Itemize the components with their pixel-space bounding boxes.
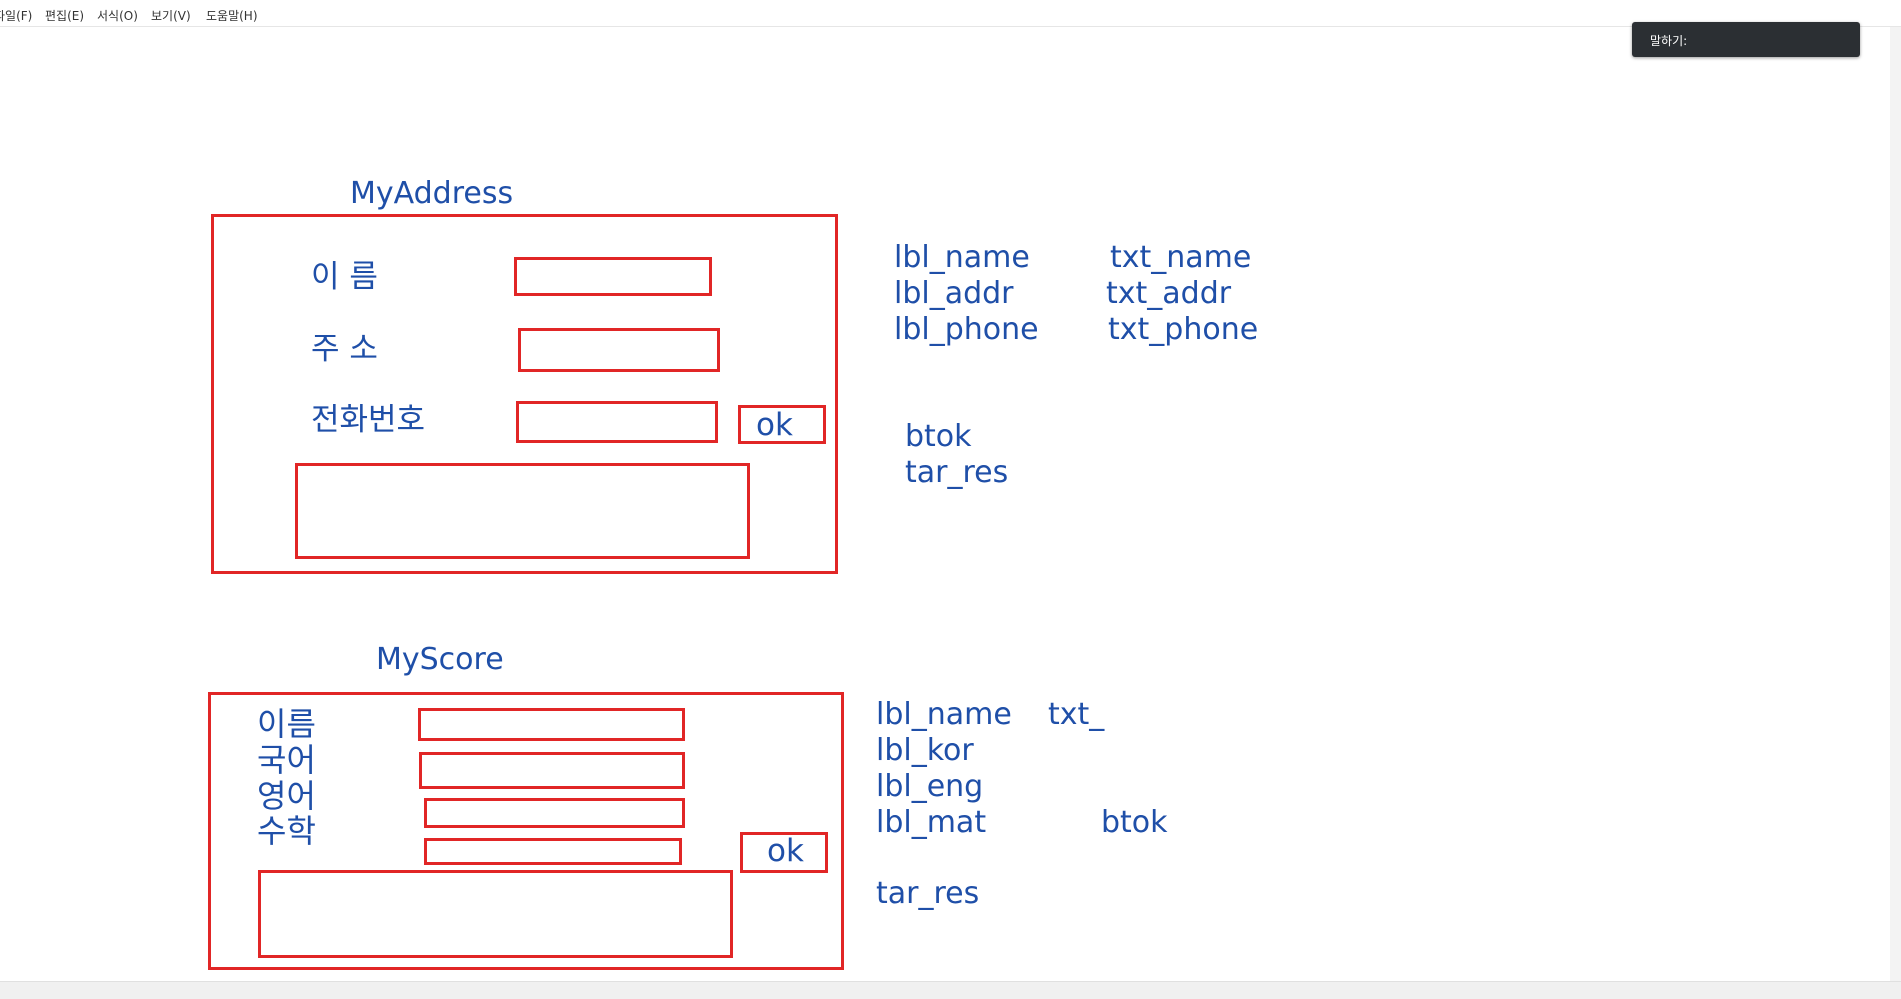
address-ok-button-sketch	[738, 405, 826, 444]
menu-file[interactable]: 파일(F)	[0, 9, 33, 23]
speak-label: 말하기:	[1650, 34, 1688, 48]
score-note-txt: txt_	[1048, 697, 1105, 732]
address-label-addr: 주 소	[311, 331, 378, 367]
horizontal-scrollbar[interactable]	[0, 981, 1901, 999]
address-result-area	[295, 463, 750, 559]
score-label-eng: 영어	[257, 777, 316, 815]
menu-bar: 파일(F) 편집(E) 서식(O) 보기(V) 도움말(H)	[0, 0, 1901, 27]
score-ok-label: ok	[767, 833, 804, 869]
score-label-mat: 수학	[257, 812, 316, 850]
score-note-lbl-eng: lbl_eng	[876, 769, 984, 804]
speak-panel: 말하기:	[1632, 22, 1860, 57]
address-form-frame	[211, 214, 838, 574]
menu-help[interactable]: 도움말(H)	[206, 9, 258, 23]
menu-edit[interactable]: 편집(E)	[45, 9, 85, 23]
address-note-tar-res: tar_res	[905, 455, 1009, 490]
score-name-field	[418, 708, 685, 741]
score-note-lbl-kor: lbl_kor	[876, 733, 974, 768]
score-note-tar-res: tar_res	[876, 876, 980, 911]
address-title: MyAddress	[350, 176, 514, 211]
score-form-frame	[208, 692, 844, 970]
address-note-lbl-phone: lbl_phone	[894, 312, 1039, 347]
address-addr-field	[518, 328, 720, 372]
score-eng-field	[424, 798, 685, 828]
address-note-txt-phone: txt_phone	[1108, 312, 1259, 347]
vertical-scrollbar[interactable]	[1890, 27, 1901, 981]
score-mat-field	[424, 838, 682, 865]
score-label-name: 이름	[257, 705, 316, 743]
score-label-kor: 국어	[257, 741, 316, 779]
address-name-field	[514, 257, 712, 296]
address-note-lbl-name: lbl_name	[894, 240, 1030, 275]
address-label-name: 이 름	[311, 259, 378, 295]
address-note-btok: btok	[905, 419, 972, 454]
score-note-lbl-mat: lbl_mat	[876, 805, 987, 840]
address-phone-field	[516, 401, 718, 443]
score-kor-field	[419, 752, 685, 789]
score-note-lbl-name: lbl_name	[876, 697, 1012, 732]
score-title: MyScore	[376, 642, 504, 677]
score-note-btok: btok	[1101, 805, 1168, 840]
address-note-txt-addr: txt_addr	[1106, 276, 1232, 311]
menu-view[interactable]: 보기(V)	[151, 9, 191, 23]
address-note-txt-name: txt_name	[1110, 240, 1252, 275]
address-label-phone: 전화번호	[311, 402, 426, 438]
menu-format[interactable]: 서식(O)	[97, 9, 138, 23]
address-note-lbl-addr: lbl_addr	[894, 276, 1014, 311]
score-result-area	[258, 870, 733, 958]
score-ok-button-sketch	[740, 832, 828, 873]
address-ok-label: ok	[756, 407, 793, 443]
